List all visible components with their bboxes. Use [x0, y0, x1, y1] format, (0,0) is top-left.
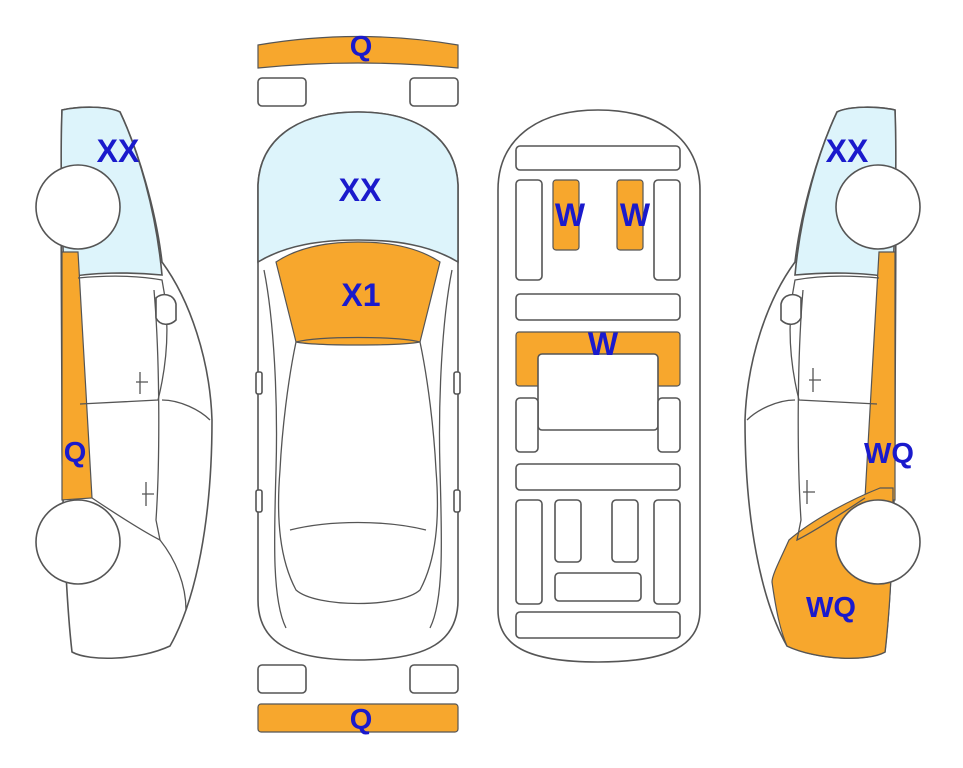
seat-left-label: W — [555, 197, 586, 233]
top-right-side-line — [429, 269, 453, 629]
right-glass-label: XX — [826, 133, 869, 169]
left-rear-curve — [159, 539, 187, 611]
hood-damage[interactable] — [275, 241, 441, 346]
front-right-light — [409, 77, 459, 107]
middle-left-side — [515, 397, 539, 453]
rear-left-light — [257, 664, 307, 694]
rear-right-side — [653, 499, 681, 605]
left-door-lines-3 — [161, 399, 211, 421]
left-front-wheel — [35, 164, 121, 250]
right-door-lines-2 — [796, 289, 866, 542]
top-view: Q XX X1 Q — [255, 31, 461, 736]
front-seat-left-damage[interactable] — [552, 179, 580, 251]
middle-right-side — [657, 397, 681, 453]
middle-row-label: W — [588, 326, 619, 362]
trunk-bar — [515, 611, 681, 639]
front-bumper-damage[interactable] — [257, 35, 459, 69]
top-rear-window-line — [289, 521, 427, 531]
right-side-view: XX WQ WQ — [744, 106, 921, 659]
front-left-light — [257, 77, 307, 107]
front-bumper-label: Q — [350, 31, 373, 63]
right-rear-panel-label: WQ — [806, 592, 856, 624]
right-door-lines-3 — [746, 399, 796, 421]
right-pillar-label: WQ — [864, 438, 914, 470]
left-side-view: XX Q — [35, 106, 213, 659]
seat-right-label: W — [620, 197, 651, 233]
top-roof-outline — [277, 336, 439, 605]
left-handle-2 — [142, 482, 154, 506]
left-mirror — [255, 371, 263, 395]
windshield-label: XX — [339, 172, 382, 208]
rear-bumper-damage[interactable] — [257, 703, 459, 733]
right-rear-wheel — [835, 499, 921, 585]
right-front-side — [653, 179, 681, 281]
right-handle-2 — [803, 480, 815, 504]
hood-label: X1 — [341, 277, 380, 313]
rear-bench — [554, 572, 642, 602]
right-mirror — [453, 371, 461, 395]
right-handle-1 — [809, 368, 821, 392]
front-row-bar — [515, 293, 681, 321]
rear-right-light — [409, 664, 459, 694]
left-front-side — [515, 179, 543, 281]
rear-row-bar — [515, 463, 681, 491]
right-door-lines — [789, 275, 880, 405]
rear-seat-right — [611, 499, 639, 563]
left-handle-1 — [136, 372, 148, 394]
windshield-glass[interactable] — [257, 111, 459, 264]
right-rear-handle — [453, 489, 461, 513]
left-pillar-label: Q — [64, 437, 87, 469]
left-door-lines-2 — [91, 289, 161, 542]
left-glass-label: XX — [97, 133, 140, 169]
left-door-lines — [77, 275, 168, 405]
left-rear-wheel — [35, 499, 121, 585]
right-front-wheel — [835, 164, 921, 250]
dashboard — [515, 145, 681, 171]
rear-seat-left — [554, 499, 582, 563]
front-seat-right-damage[interactable] — [616, 179, 644, 251]
rear-left-side — [515, 499, 543, 605]
right-mirror-shape — [780, 293, 802, 326]
left-mirror-shape — [155, 293, 177, 326]
rear-bumper-label: Q — [350, 704, 373, 736]
top-left-side-line — [263, 269, 287, 629]
left-rear-handle — [255, 489, 263, 513]
interior-view: W W W — [497, 109, 701, 663]
center-console — [537, 353, 659, 431]
